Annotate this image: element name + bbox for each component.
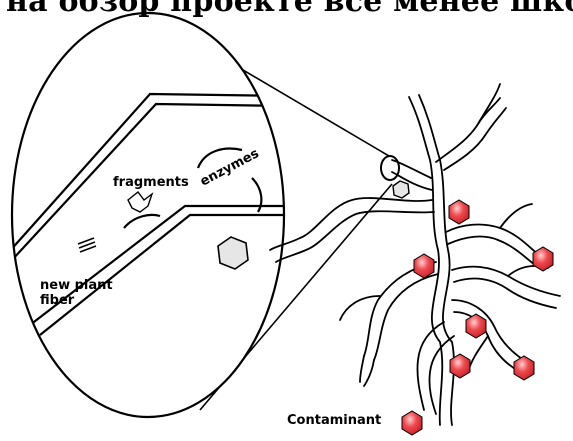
contaminant-hexagon	[449, 200, 469, 224]
small-gray-hexagon	[393, 181, 409, 198]
contaminant-hexagon	[533, 247, 553, 271]
label-fiber: fiber	[40, 293, 75, 308]
contaminant-hexagons	[402, 200, 553, 435]
contaminant-hexagon	[514, 356, 534, 380]
contaminant-hexagon	[466, 314, 486, 338]
zoom-target-ring	[381, 156, 399, 180]
cropped-caption-text: на обзор проекте всё менее шкодиню	[6, 0, 573, 19]
contaminant-hexagon-legend	[402, 411, 422, 435]
label-fragments: fragments	[113, 175, 189, 190]
label-contaminant: Contaminant	[287, 413, 381, 428]
cropped-caption: на обзор проекте всё менее шкодиню	[0, 0, 573, 24]
contaminant-hexagon	[414, 254, 434, 278]
label-new-plant: new plant	[40, 278, 113, 293]
